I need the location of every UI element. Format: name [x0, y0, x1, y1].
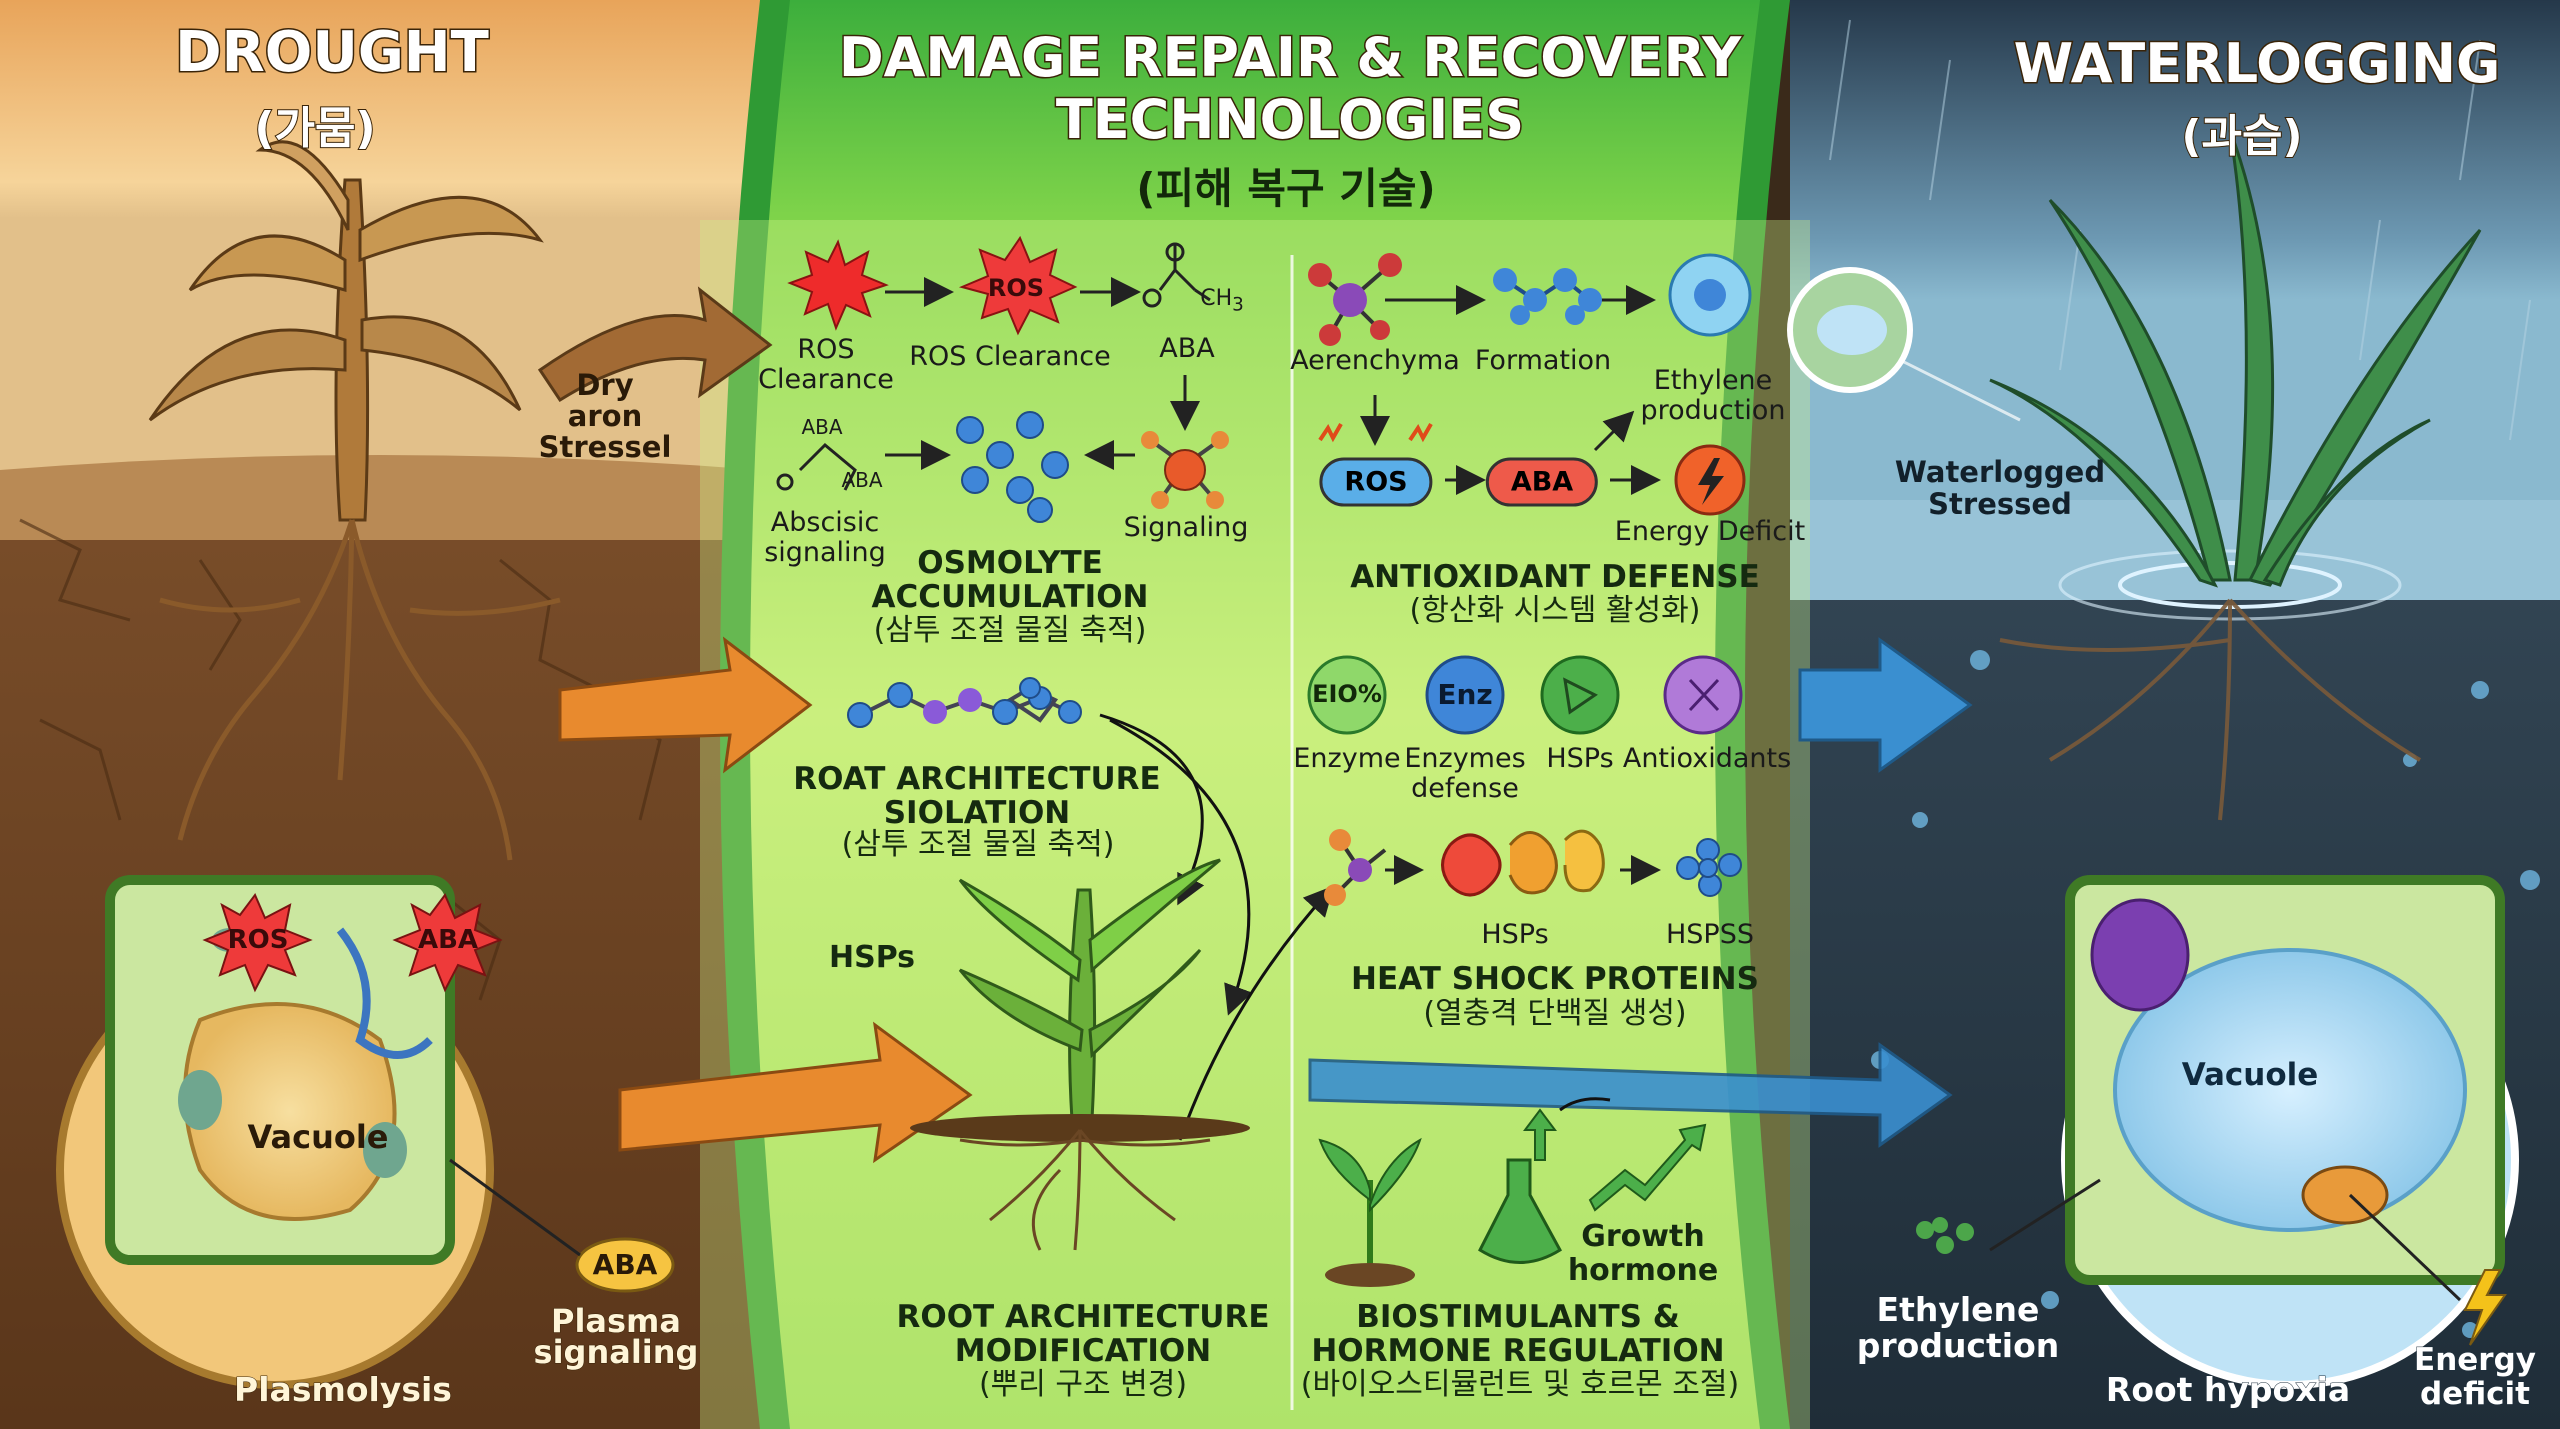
waterlogging-title: WATERLOGGING [2012, 31, 2502, 97]
aba-pill: ABA [592, 1248, 658, 1281]
antioxidant-heading-ko: (항산화 시스템 활성화) [1409, 593, 1701, 628]
osmolyte-heading-ko: (삼투 조절 물질 축적) [873, 613, 1147, 648]
cell-ros-badge: ROS [227, 925, 289, 955]
antioxidants-label: Antioxidants [1622, 743, 1792, 774]
waterlogging-title-ko: (과습) [2180, 110, 2303, 163]
mol-aba-top: ABA [801, 415, 843, 439]
aba-pill-center: ABA [1485, 457, 1599, 507]
biostim-heading-ko: (바이오스티뮬런트 및 호르몬 조절) [1300, 1367, 1740, 1402]
center-title-line1: DAMAGE REPAIR & RECOVERY [837, 25, 1742, 91]
center-title-ko: (피해 복구 기술) [1136, 164, 1436, 213]
root-mod-heading-ko: (뿌리 구조 변경) [978, 1367, 1188, 1402]
plasmolysis-label: Plasmolysis [234, 1370, 453, 1409]
ros-badge-center: ROS [987, 274, 1045, 302]
cell-aba-badge: ABA [417, 925, 479, 955]
root-isolation-heading-ko: (삼투 조절 물질 축적) [841, 827, 1115, 862]
drought-title-ko: (가뭄) [253, 102, 376, 155]
aba-label-top: ABA [1159, 333, 1215, 364]
heat-shock-heading: HEAT SHOCK PROTEINS [1351, 961, 1759, 997]
enzyme-label: Enzyme [1293, 743, 1401, 774]
formation-label: Formation [1474, 345, 1612, 376]
aerenchyma-label: Aerenchyma [1290, 345, 1460, 376]
waterlogging-vacuole-label: Vacuole [2181, 1057, 2319, 1093]
hsps-label: HSPs [1481, 919, 1549, 950]
hspss-label: HSPSS [1665, 919, 1755, 950]
antioxidant-heading: ANTIOXIDANT DEFENSE [1350, 559, 1760, 595]
hsps-enzyme-label: HSPs [1546, 743, 1614, 774]
heat-shock-heading-ko: (열충격 단백질 생성) [1423, 996, 1687, 1031]
ch3-mol-label: CH3 [1200, 286, 1244, 316]
ros-clearance-label-2: ROS Clearance [909, 341, 1111, 372]
signaling-label: Signaling [1123, 512, 1249, 543]
biostim-heading: BIOSTIMULANTS &HORMONE REGULATION [1311, 1299, 1725, 1369]
root-hypoxia-label: Root hypoxia [2105, 1370, 2351, 1409]
drought-title: DROUGHT [174, 19, 491, 87]
energy-deficit-label: Energy Deficit [1614, 516, 1806, 547]
mol-aba-right: ABA [841, 468, 883, 492]
center-title-line2: TECHNOLOGIES [1054, 87, 1525, 153]
ros-pill: ROS [1319, 457, 1433, 507]
hsps-side-label: HSPs [828, 940, 916, 975]
enzyme-icon-text: EIO% [1312, 680, 1382, 708]
enz-icon-text: Enz [1437, 678, 1493, 711]
drought-vacuole-label: Vacuole [247, 1118, 389, 1156]
